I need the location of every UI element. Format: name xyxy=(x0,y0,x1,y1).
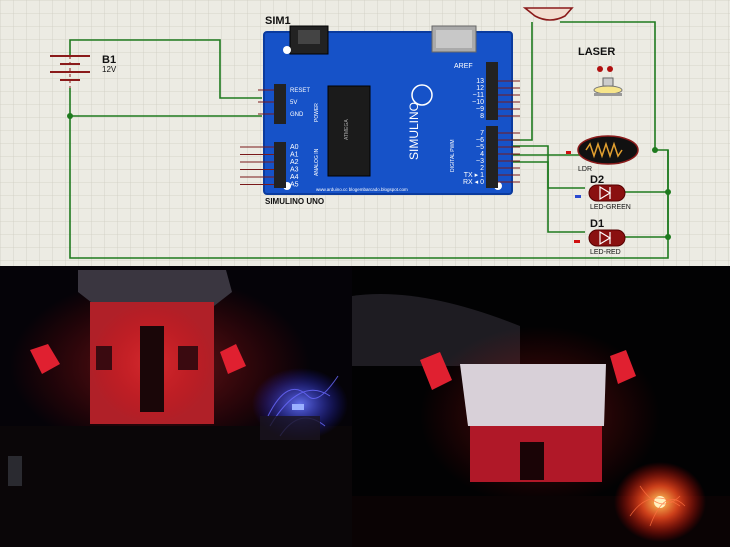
analog-pin-label: A3 xyxy=(290,167,299,174)
led-green-name: LED-GREEN xyxy=(590,204,631,211)
battery-value: 12V xyxy=(102,65,117,74)
analog-pin-label: A0 xyxy=(290,144,299,151)
digital-pin-label: ~6 xyxy=(476,137,484,144)
photo-left xyxy=(0,266,352,547)
digital-pin-label: 2 xyxy=(480,165,484,172)
power-header: RESET 5V GND POWER xyxy=(274,84,320,124)
analog-pin-label: A2 xyxy=(290,159,299,166)
digital-pin-label: ~5 xyxy=(476,144,484,151)
digital-pin-label: 7 xyxy=(480,130,484,137)
laser-component: LASER xyxy=(522,7,623,96)
aref-label: AREF xyxy=(454,63,473,70)
digital-pin-label: 13 xyxy=(476,78,484,85)
photo-strip xyxy=(0,266,730,547)
analog-pin-label: A5 xyxy=(290,182,299,189)
digital-pin-label: 12 xyxy=(476,85,484,92)
pin-stubs xyxy=(240,80,520,185)
digital-pin-label: 4 xyxy=(480,151,484,158)
led-green-ref: D2 xyxy=(590,174,604,186)
led-red-ref: D1 xyxy=(590,218,604,230)
analog-group-label: ANALOG IN xyxy=(314,148,320,176)
battery-ref: B1 xyxy=(102,54,116,66)
digital-group-label: DIGITAL PWM xyxy=(450,140,456,173)
ldr-component: LDR xyxy=(566,135,639,173)
digital-pin-label: ~11 xyxy=(473,92,484,99)
circuit-schematic: B1 12V SIM1 ATMEGA SIMULINO www.arduino.… xyxy=(0,0,730,266)
board-caption: SIMULINO UNO xyxy=(265,197,324,206)
digital-pin-label: TX ▸ 1 xyxy=(464,172,484,179)
led-red-name: LED-RED xyxy=(590,249,621,256)
analog-pin-label: A4 xyxy=(290,174,299,181)
chip-label: ATMEGA xyxy=(344,119,350,140)
board-url: www.arduino.cc blogembarcado.blogspot.co… xyxy=(316,187,408,192)
digital-pin-label: ~10 xyxy=(472,99,484,106)
digital-pin-label: ~9 xyxy=(476,106,484,113)
board-brand: SIMULINO xyxy=(407,102,421,160)
led-red: D1 LED-RED xyxy=(574,218,626,256)
power-pin-label: 5V xyxy=(290,100,297,106)
power-pin-label: GND xyxy=(290,112,304,118)
ldr-label: LDR xyxy=(578,166,592,173)
digital-pin-label: ~3 xyxy=(476,158,484,165)
analog-pin-label: A1 xyxy=(290,152,299,159)
sim-label: SIM1 xyxy=(265,15,291,27)
digital-pin-label: 8 xyxy=(480,113,484,120)
power-group-label: POWER xyxy=(314,103,320,122)
laser-label: LASER xyxy=(578,46,615,58)
digital-pin-label: RX ◂ 0 xyxy=(463,179,484,186)
arduino-board: ATMEGA SIMULINO www.arduino.cc blogembar… xyxy=(263,25,513,195)
power-pin-label: RESET xyxy=(290,88,310,94)
battery-b1: B1 12V xyxy=(50,48,117,88)
led-green: D2 LED-GREEN xyxy=(575,174,631,211)
photo-right xyxy=(352,266,730,547)
